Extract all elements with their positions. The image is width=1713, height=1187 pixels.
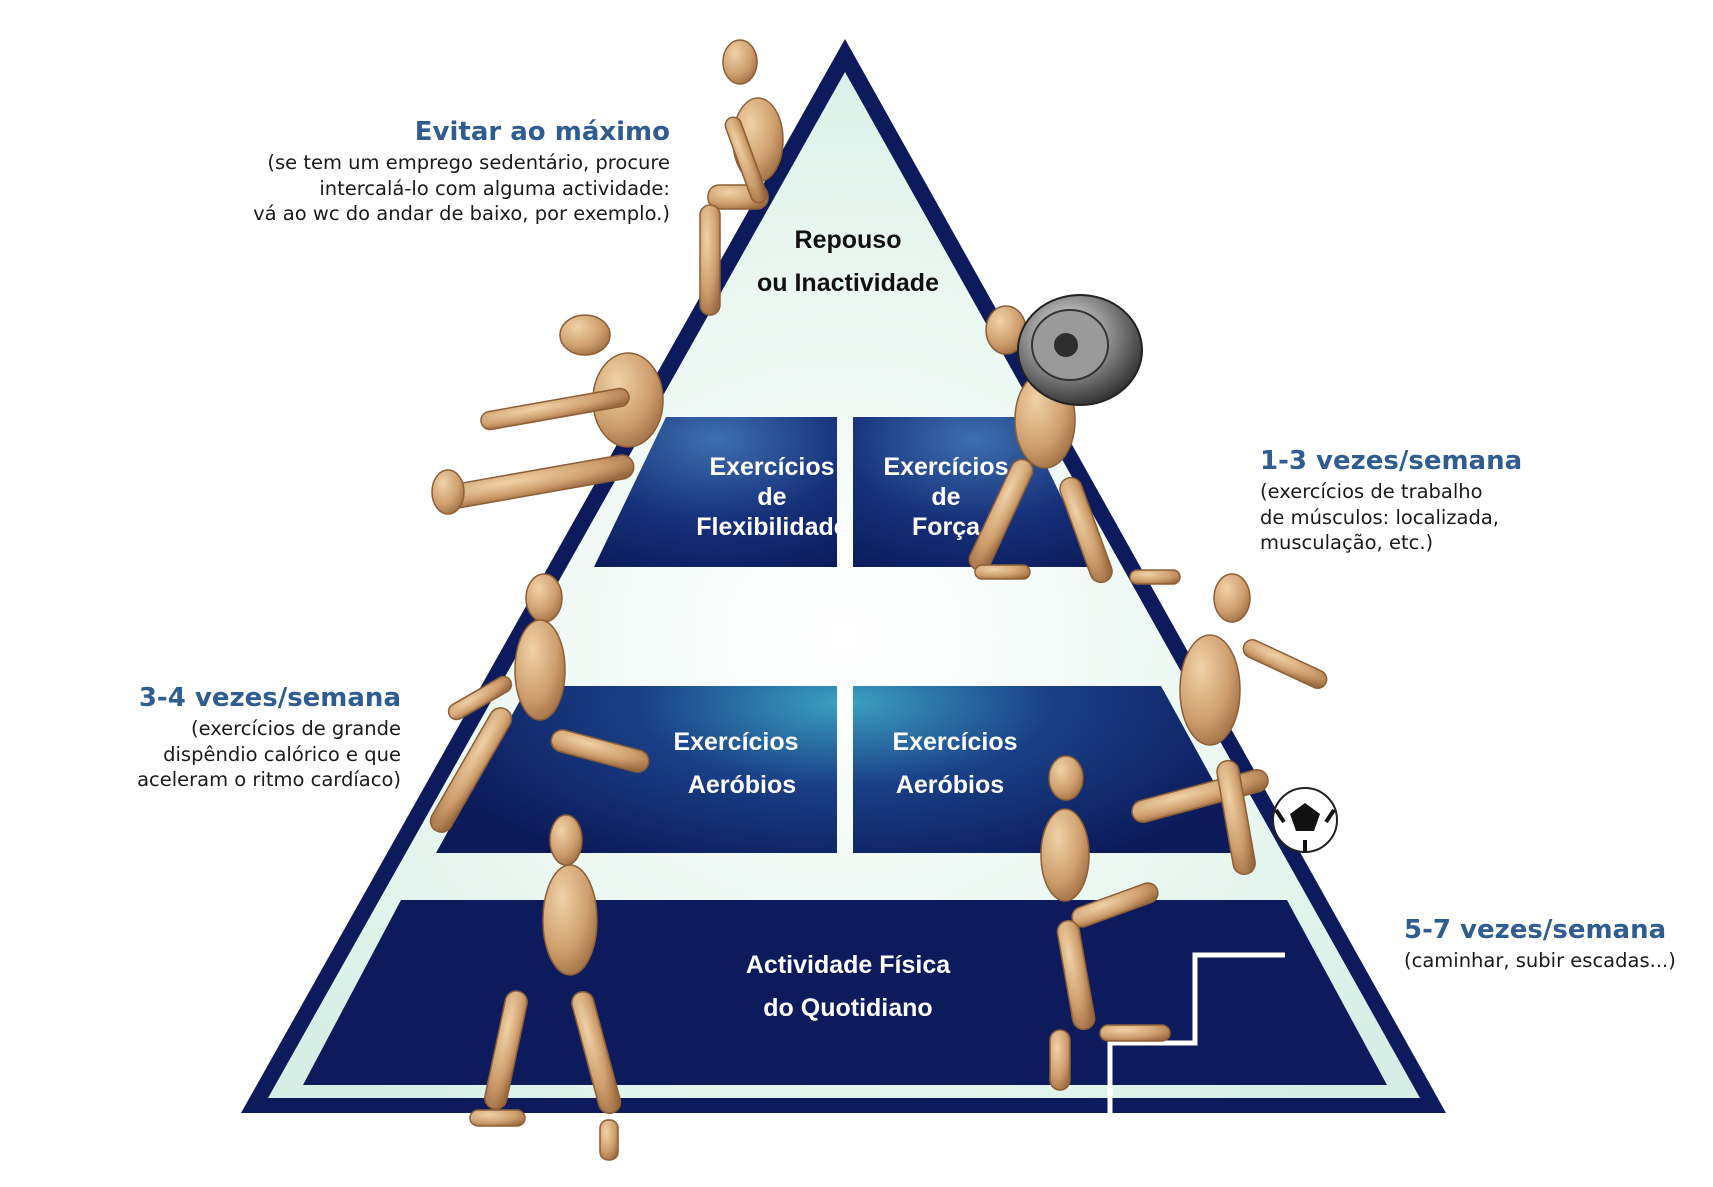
- avoid-desc-line2: intercalá-lo com alguma actividade:: [319, 176, 670, 200]
- strength-frequency-annotation: 1-3 vezes/semana (exercícios de trabalho…: [1260, 444, 1560, 556]
- strength-label-line3: Força: [912, 513, 981, 541]
- strength-label-line1: Exercícios: [883, 453, 1008, 481]
- strength-desc-line1: (exercícios de trabalho: [1260, 479, 1483, 503]
- aerobic-frequency-annotation: 3-4 vezes/semana (exercícios de grande d…: [41, 681, 401, 793]
- daily-activity-block: [303, 900, 1387, 1085]
- avoid-desc-line3: vá ao wc do andar de baixo, por exemplo.…: [253, 202, 670, 226]
- stairs-icon: [1107, 952, 1285, 1130]
- wooden-mannequin-icon: [699, 39, 784, 316]
- flexibility-label-line3: Flexibilidade: [696, 513, 848, 541]
- strength-frequency-title: 1-3 vezes/semana: [1260, 446, 1523, 476]
- daily-desc-line1: (caminhar, subir escadas...): [1404, 948, 1676, 972]
- wooden-mannequin-icon: [429, 573, 650, 833]
- strength-label-line2: de: [931, 483, 960, 511]
- daily-frequency-annotation: 5-7 vezes/semana (caminhar, subir escada…: [1404, 913, 1704, 974]
- daily-label-line1: Actividade Física: [746, 951, 951, 979]
- aerobic-desc-line2: dispêndio calórico e que: [163, 742, 401, 766]
- flexibility-label-line2: de: [757, 483, 786, 511]
- rest-label-line2: ou Inactividade: [757, 269, 939, 297]
- wooden-mannequin-icon: [1040, 755, 1171, 1091]
- avoid-title: Evitar ao máximo: [414, 117, 670, 147]
- aerobic-left-label-line2: Aeróbios: [688, 771, 796, 799]
- flexibility-label-line1: Exercícios: [709, 453, 834, 481]
- aerobic-desc-line1: (exercícios de grande: [190, 716, 401, 740]
- rest-label-line1: Repouso: [795, 226, 902, 254]
- strength-desc-line3: musculação, etc.): [1260, 531, 1434, 555]
- wooden-mannequin-icon: [431, 314, 664, 515]
- avoid-desc-line1: (se tem um emprego sedentário, procure: [267, 150, 670, 174]
- aerobic-right-label-line1: Exercícios: [892, 728, 1017, 756]
- wooden-mannequin-icon: [1131, 573, 1328, 876]
- aerobic-left-label-line1: Exercícios: [673, 728, 798, 756]
- flexibility-block: [594, 417, 837, 567]
- avoid-annotation: Evitar ao máximo (se tem um emprego sede…: [210, 115, 670, 227]
- soccer-ball-icon: [1272, 787, 1338, 853]
- aerobic-right-label-line2: Aeróbios: [896, 771, 1004, 799]
- daily-label-line2: do Quotidiano: [763, 994, 932, 1022]
- daily-frequency-title: 5-7 vezes/semana: [1404, 915, 1667, 945]
- weight-plates-icon: [1017, 294, 1143, 406]
- strength-desc-line2: de músculos: localizada,: [1260, 505, 1500, 529]
- aerobic-frequency-title: 3-4 vezes/semana: [138, 683, 401, 713]
- wooden-mannequin-icon: [469, 814, 622, 1161]
- aerobic-desc-line3: aceleram o ritmo cardíaco): [137, 768, 401, 792]
